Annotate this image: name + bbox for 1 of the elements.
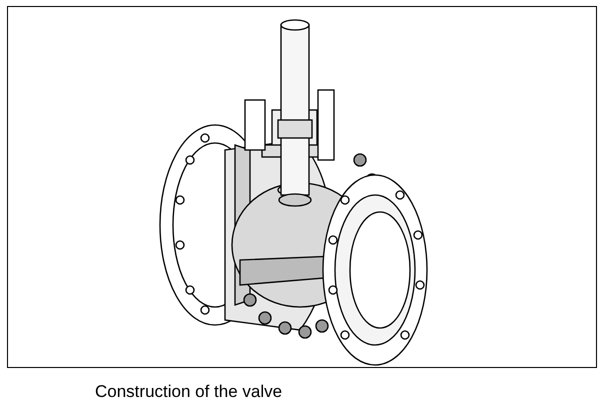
figure-caption: Construction of the valve [95,382,282,402]
